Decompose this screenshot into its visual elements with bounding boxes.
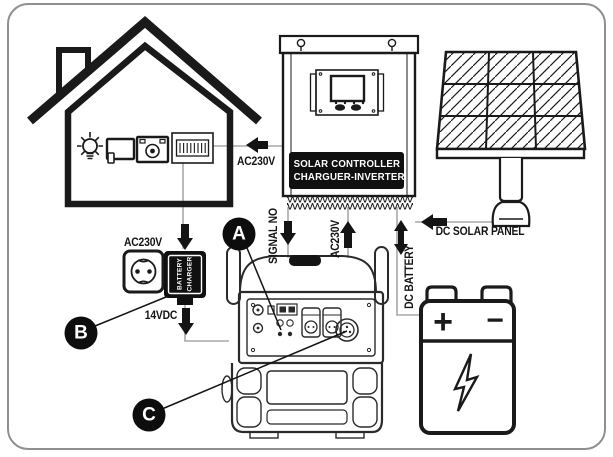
lightning-bolt-icon (452, 353, 480, 412)
generator-ac-up-arrow (340, 221, 356, 248)
vent-grille-icon (287, 203, 413, 210)
page-border (7, 3, 606, 450)
battery-charger-label-line1: BATTERY (176, 257, 184, 291)
knob-icon (252, 304, 264, 316)
controller-name-plate: SOLAR CONTROLLER CHARGUER-INVERTER (289, 152, 404, 189)
callout-b-line (94, 296, 167, 327)
generator-cap (289, 255, 321, 266)
battery-terminal (480, 285, 513, 303)
controller-name-line2: CHARGUER-INVERTER (293, 171, 405, 183)
dc-solar-panel-label: DC SOLAR PANEL (435, 226, 525, 238)
battery-minus-symbol: − (486, 304, 504, 337)
house-ac-label: AC230V (236, 156, 276, 168)
outlet-ac-label: AC230V (123, 237, 163, 249)
power-outlet-icon (122, 249, 165, 294)
battery-charger-label-line2: CHARGER (186, 256, 193, 292)
breaker-panel-icon (171, 132, 214, 164)
roof (27, 16, 262, 125)
generator-ac-label: AC230V (330, 219, 342, 259)
dc-solar-panel-arrow (421, 214, 447, 230)
battery-terminal (425, 285, 458, 303)
battery-icon: + − (419, 285, 516, 435)
panel-base (491, 200, 531, 228)
signal-terminal-icon (286, 319, 294, 327)
battery-plus-symbol: + (433, 303, 453, 341)
battery-charger-label: BATTERY CHARGER (175, 244, 195, 304)
generator-handle (374, 246, 389, 305)
dc-battery-double-arrow (394, 220, 408, 255)
ac-socket-icon (301, 307, 321, 338)
round-connector-icon (335, 318, 359, 342)
generator-icon (221, 246, 389, 439)
callout-a-badge: A (222, 217, 256, 251)
generator-control-panel (246, 298, 376, 357)
solar-panel-icon (435, 50, 587, 228)
battery-charger-icon (164, 251, 206, 305)
flow-arrows (177, 137, 447, 335)
generator-meter (276, 303, 298, 316)
callout-c-badge: C (132, 398, 166, 432)
charger-14vdc-label: 14VDC (144, 310, 178, 322)
callout-lines (94, 247, 348, 410)
charger-14vdc-arrow (178, 308, 194, 335)
signal-down-arrow (280, 221, 296, 245)
mounting-hole-icon (387, 38, 397, 48)
callout-c-line (161, 330, 348, 410)
controller-name-line1: SOLAR CONTROLLER (293, 158, 401, 170)
ac230v-to-house-arrow (246, 137, 268, 153)
house-to-charger-arrow (177, 224, 193, 250)
house-icon (27, 16, 262, 208)
callout-b-badge: B (64, 316, 98, 350)
solar-controller-icon (278, 34, 420, 210)
vent-grille-icon (287, 196, 413, 203)
panel-grid (440, 51, 582, 150)
chimney-icon (56, 47, 91, 93)
dc-battery-label: DC BATTERY (404, 245, 416, 309)
callout-a-line (246, 247, 282, 331)
knob-icon (252, 322, 264, 334)
mounting-hole-icon (296, 38, 306, 48)
tv-icon (105, 137, 136, 164)
signal-no-label: SIGNAL NO (268, 208, 280, 264)
light-bulb-icon (77, 132, 103, 160)
panel-stand (498, 158, 524, 203)
washing-machine-icon (135, 135, 170, 164)
controller-display-icon (309, 69, 385, 116)
